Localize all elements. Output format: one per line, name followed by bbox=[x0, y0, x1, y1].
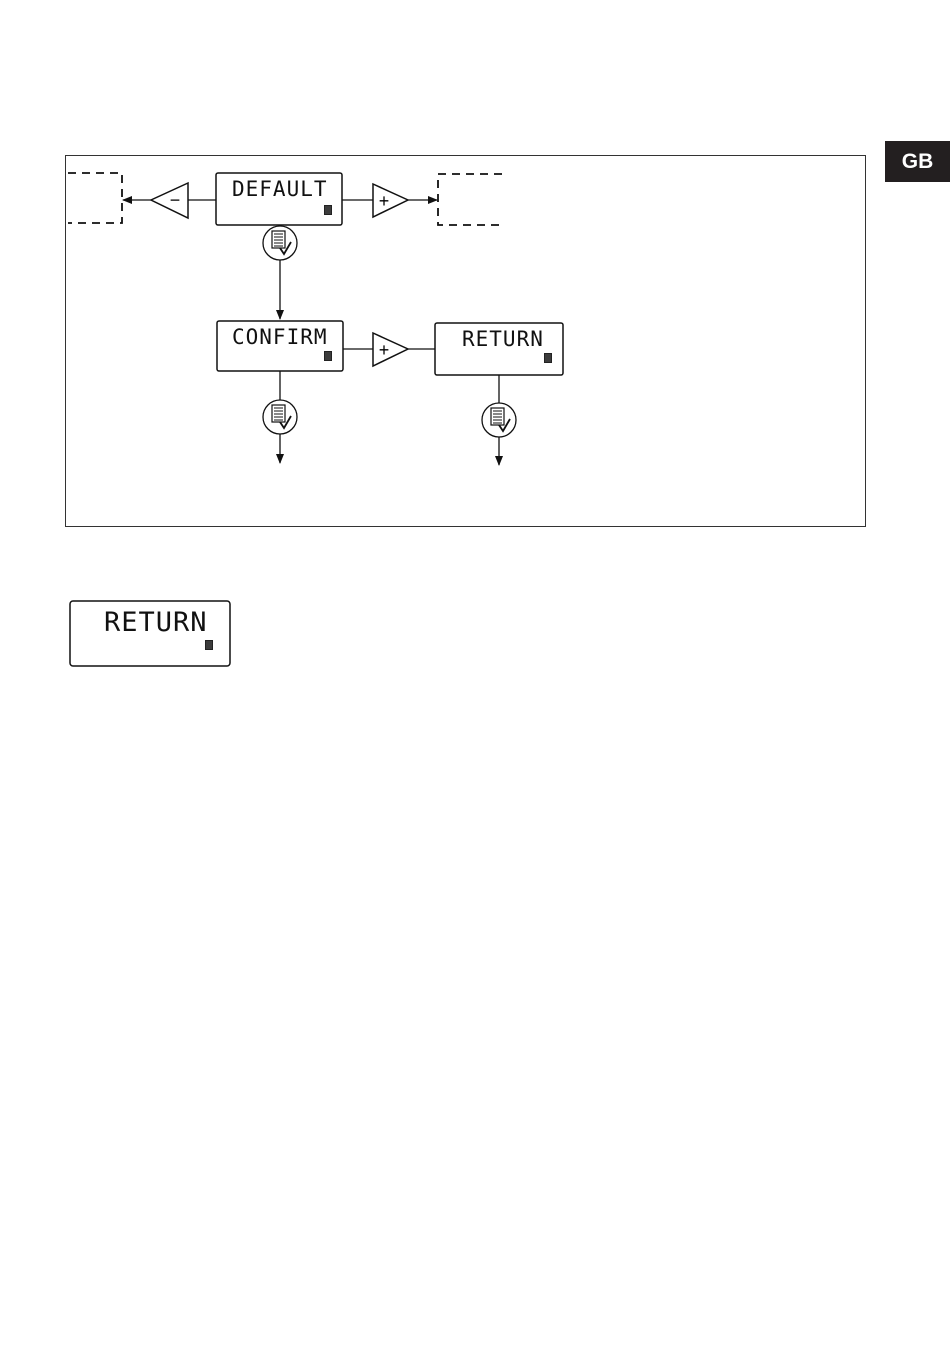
plus-label: + bbox=[379, 340, 390, 360]
lcd-confirm-text: CONFIRM bbox=[232, 325, 328, 349]
lcd-return-standalone bbox=[69, 600, 231, 667]
menu-confirm-icon bbox=[481, 402, 517, 438]
diagram-frame bbox=[65, 155, 866, 527]
lcd-menu-icon bbox=[204, 639, 214, 651]
next-item-placeholder bbox=[437, 173, 502, 226]
minus-label: − bbox=[170, 190, 181, 210]
language-tab-gb: GB bbox=[885, 141, 950, 182]
lcd-menu-icon bbox=[543, 352, 553, 364]
lcd-menu-icon bbox=[323, 350, 333, 362]
lcd-default bbox=[215, 172, 343, 226]
menu-confirm-icon bbox=[262, 225, 298, 261]
lcd-menu-icon bbox=[323, 204, 333, 216]
lcd-default-text: DEFAULT bbox=[232, 177, 328, 201]
menu-confirm-icon bbox=[262, 399, 298, 435]
previous-item-placeholder bbox=[68, 172, 123, 224]
lcd-return-text: RETURN bbox=[462, 327, 544, 351]
plus-button[interactable] bbox=[372, 182, 410, 219]
plus-label: + bbox=[379, 191, 390, 211]
minus-button[interactable] bbox=[149, 181, 189, 220]
plus-button[interactable] bbox=[372, 331, 410, 368]
lcd-return-standalone-text: RETURN bbox=[104, 607, 208, 638]
